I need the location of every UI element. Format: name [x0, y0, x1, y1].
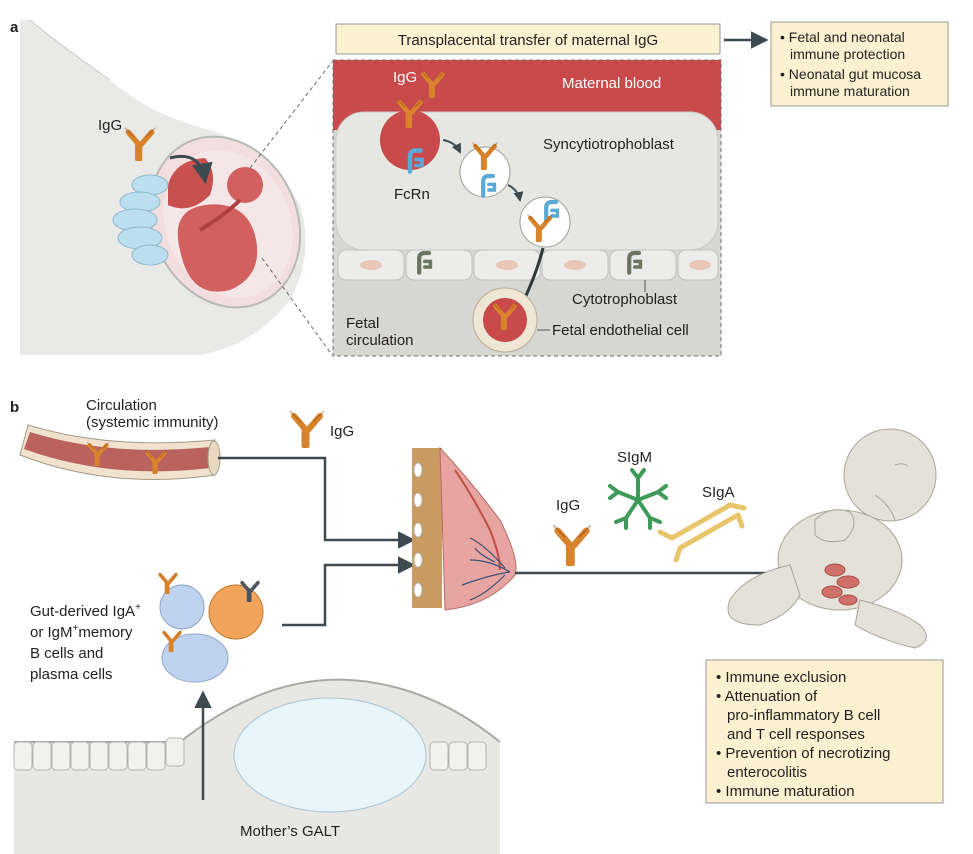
memory-b-cells-illustration [156, 570, 264, 683]
blood-vessel-illustration [19, 424, 221, 480]
sigm-pentamer-icon [608, 468, 668, 530]
syncytiotrophoblast-label: Syncytiotrophoblast [543, 136, 675, 153]
panel-b-letter: b [10, 399, 19, 416]
galt-label: Mother’s GALT [240, 823, 340, 840]
infant-intestine-icon [821, 563, 860, 606]
igg-mid-label: IgG [556, 497, 580, 514]
outcome-a2-line2: immune maturation [790, 83, 910, 99]
outcome-b-line6: enterocolitis [727, 764, 807, 781]
outcome-a1-line1: • Fetal and neonatal [780, 29, 905, 45]
outcome-b-line3: pro-inflammatory B cell [727, 707, 880, 724]
igg-mother-label: IgG [98, 117, 122, 134]
cytotrophoblast-layer [337, 249, 719, 281]
panel-a-letter: a [10, 19, 19, 36]
outcome-b-line7: • Immune maturation [716, 783, 855, 800]
gut-cells-line4: plasma cells [30, 666, 113, 683]
fetal-endothelial-label: Fetal endothelial cell [552, 322, 689, 339]
transfer-arrow-icon [169, 154, 213, 185]
igg-antibody-icon [553, 525, 590, 564]
endocytic-pocket [380, 110, 440, 170]
outcome-b-line4: and T cell responses [727, 726, 865, 743]
breast-illustration [412, 446, 517, 611]
cytotrophoblast-label: Cytotrophoblast [572, 291, 678, 308]
galt-illustration [13, 678, 501, 854]
fetal-circulation-label-2: circulation [346, 332, 414, 349]
maternal-intestine-icon [112, 174, 169, 266]
igg-top-label: IgG [330, 423, 354, 440]
zoom-frame [332, 59, 722, 357]
outcome-b-line5: • Prevention of necrotizing [716, 745, 891, 762]
outcome-a2-line1: • Neonatal gut mucosa [780, 66, 921, 82]
placenta-section [333, 60, 721, 356]
siga-label: SIgA [702, 484, 735, 501]
outcome-b-line2: • Attenuation of [716, 688, 818, 705]
circulation-label-1: Circulation [86, 397, 157, 414]
gut-cells-line1: Gut-derived IgA+ [30, 602, 141, 620]
fcrn-label: FcRn [394, 186, 430, 203]
fetal-circulation-label-1: Fetal [346, 315, 379, 332]
pregnant-mother-illustration [20, 19, 306, 355]
title-box [335, 23, 721, 55]
igg-blood-label: IgG [393, 69, 417, 86]
gut-cells-line3: B cells and [30, 645, 103, 662]
igg-antibody-icon [290, 411, 324, 446]
outcome-box-b [705, 659, 944, 804]
gut-cells-line2: or IgM+memory [30, 623, 133, 641]
bcells-to-breast-arrow-icon [282, 556, 416, 627]
zoom-line-top [249, 61, 333, 169]
outcome-box-a [770, 21, 949, 107]
circulation-to-breast-arrow-icon [218, 456, 416, 549]
circulation-label-2: (systemic immunity) [86, 414, 219, 431]
sigm-label: SIgM [617, 449, 652, 466]
maternal-blood-label: Maternal blood [562, 75, 661, 92]
infant-illustration [727, 428, 937, 649]
vesicle-1 [459, 146, 511, 198]
outcome-a1-line2: immune protection [790, 46, 905, 62]
siga-dimer-icon [657, 502, 747, 563]
transfer-title: Transplacental transfer of maternal IgG [398, 32, 658, 49]
outcome-b-line1: • Immune exclusion [716, 669, 846, 686]
zoom-line-bottom [261, 257, 333, 356]
